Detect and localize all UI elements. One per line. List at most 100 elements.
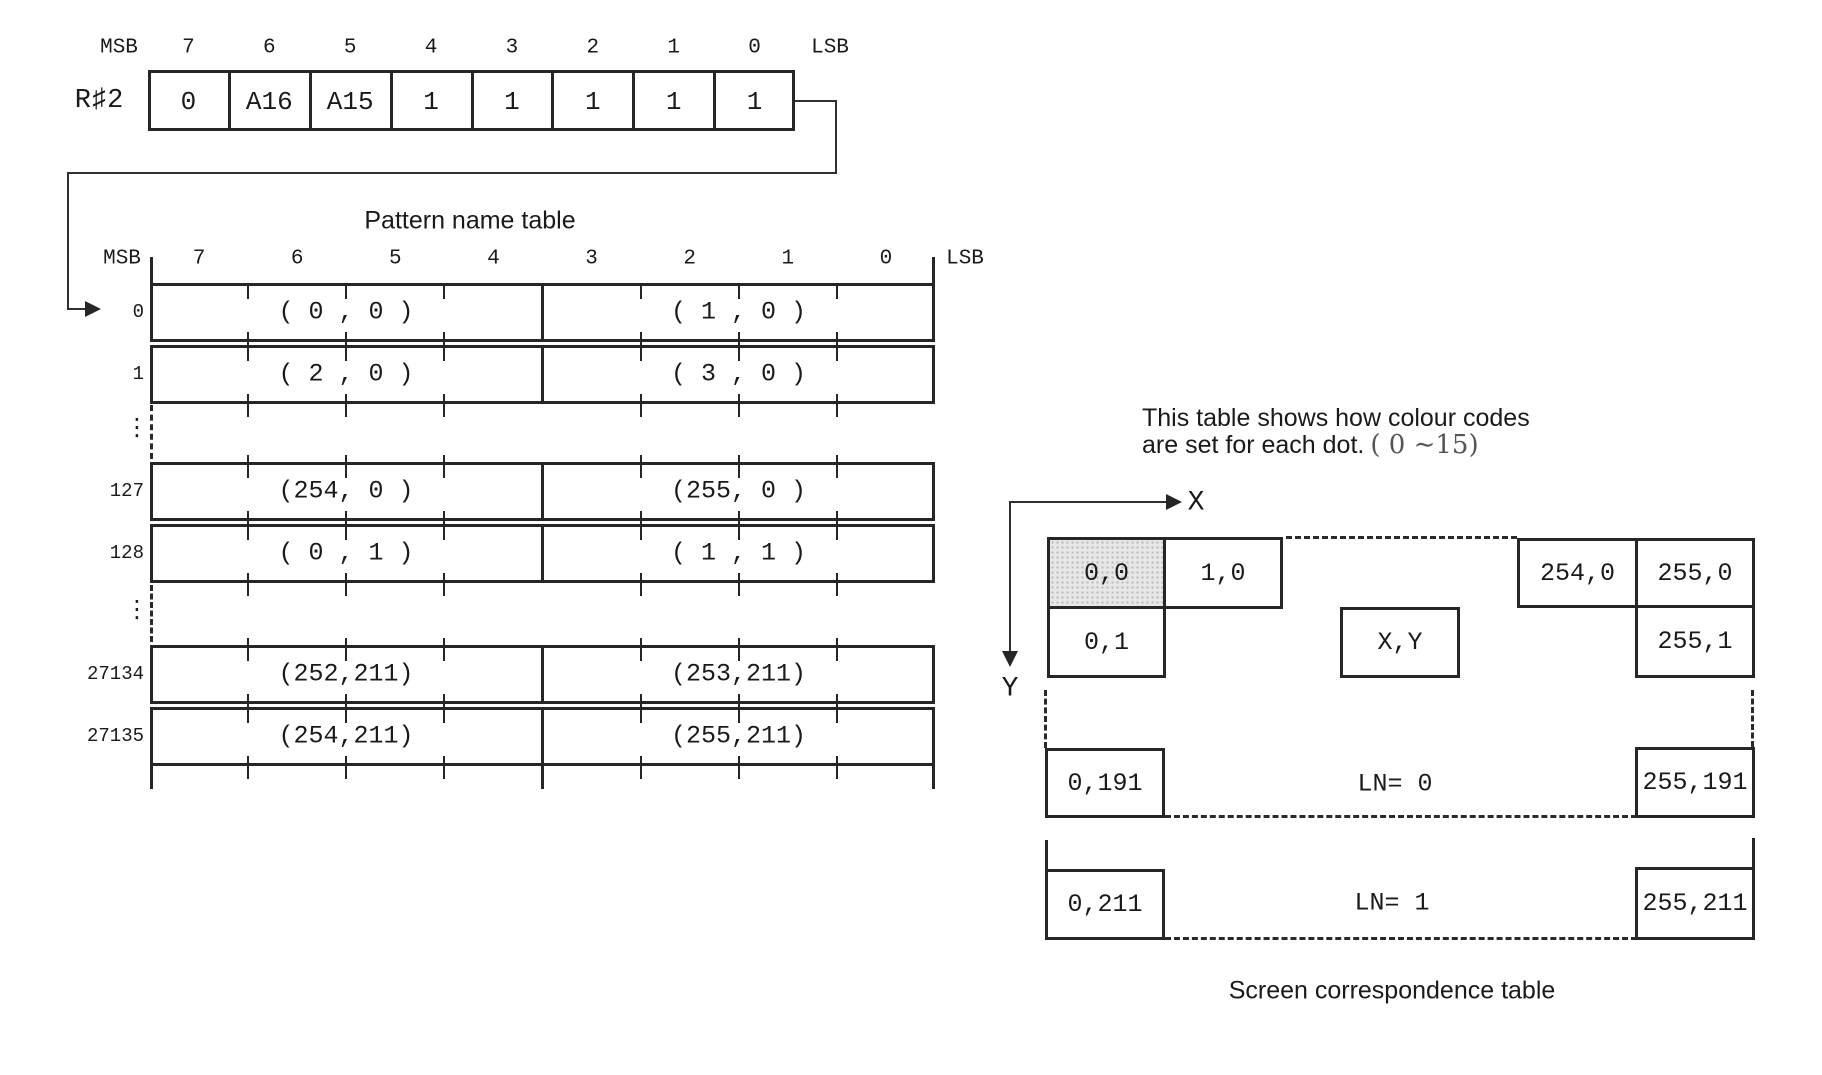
tick-mark: [443, 573, 446, 596]
pattern-center-divider: [541, 462, 544, 521]
tick-mark: [247, 638, 250, 661]
tick-mark: [443, 338, 446, 361]
register-lsb-label: LSB: [811, 36, 849, 60]
tick-mark: [639, 338, 642, 361]
tick-mark: [443, 394, 446, 417]
tick-mark: [737, 756, 740, 779]
pattern-table-edge: [150, 257, 153, 285]
register-cell-divider: [227, 70, 231, 131]
tick-mark: [737, 338, 740, 361]
register-bit-value: 1: [665, 86, 682, 117]
ellipsis: ⋮: [125, 598, 149, 625]
tick-mark: [835, 394, 838, 417]
tick-mark: [247, 283, 250, 299]
pattern-center-divider: [541, 763, 544, 789]
tick-mark: [835, 517, 838, 540]
y-axis-line: [1009, 501, 1011, 653]
pattern-bit-number: 1: [781, 247, 795, 271]
tick-mark: [639, 283, 642, 299]
pattern-table-edge: [150, 707, 153, 766]
note-line-2: are set for each dot.( 0 ∼15): [1142, 432, 1530, 459]
screen-edge-stub: [1752, 838, 1755, 869]
tick-mark: [443, 756, 446, 779]
tick-mark: [345, 394, 348, 417]
tick-mark: [835, 638, 838, 661]
screen-ln1-label: LN= 1: [1354, 888, 1430, 918]
pattern-table-edge: [932, 645, 935, 704]
pattern-bit-number: 7: [192, 247, 206, 271]
pattern-table-edge: [932, 257, 935, 285]
pattern-row-label: 0: [132, 301, 144, 323]
pattern-bit-number: 0: [879, 247, 893, 271]
screen-cell-cxy: X,Y: [1340, 607, 1460, 678]
tick-mark: [443, 700, 446, 723]
tick-mark: [835, 700, 838, 723]
screen-cell-c2551: 255,1: [1635, 605, 1755, 678]
screen-cell-c10: 1,0: [1163, 537, 1283, 609]
tick-mark: [345, 638, 348, 661]
pattern-table-edge: [150, 462, 153, 521]
tick-mark: [737, 573, 740, 596]
register-bit-value: 1: [423, 86, 439, 117]
pattern-bit-number: 2: [683, 247, 696, 271]
tick-mark: [443, 455, 446, 478]
register-cell-divider: [308, 70, 312, 131]
screen-cell-c0191: 0,191: [1045, 748, 1165, 818]
screen-cell-c255191: 255,191: [1635, 747, 1755, 818]
register-bit-number: 0: [748, 36, 761, 60]
pattern-table-edge: [932, 462, 935, 521]
tick-mark: [835, 338, 838, 361]
pattern-cell-value: (254,211): [278, 721, 414, 751]
tick-mark: [345, 573, 348, 596]
pattern-gap-dashed-edge: [150, 405, 153, 459]
ellipsis: ⋮: [125, 416, 149, 443]
register-cell-divider: [470, 70, 474, 131]
register-bit-value: 1: [585, 86, 601, 117]
pattern-bit-number: 3: [585, 247, 598, 271]
pattern-row-label: 1: [132, 363, 144, 385]
pattern-center-divider: [541, 345, 544, 404]
tick-mark: [639, 638, 642, 661]
register-bit-number: 6: [263, 36, 276, 60]
tick-mark: [247, 573, 250, 596]
register-bit-value: 1: [504, 86, 520, 117]
note-range: ( 0 ∼15): [1370, 430, 1479, 460]
tick-mark: [345, 517, 348, 540]
register-bit-number: 5: [343, 36, 357, 60]
register-bit-number: 2: [586, 36, 600, 60]
screen-cell-c2550: 255,0: [1635, 538, 1755, 608]
register-bit-value: 0: [180, 86, 197, 117]
pattern-cell-value: ( 1 , 0 ): [670, 297, 807, 327]
screen-cell-c255211: 255,211: [1635, 867, 1755, 940]
pattern-lsb-label: LSB: [946, 247, 984, 271]
screen-cell-c2540: 254,0: [1517, 538, 1638, 608]
pattern-table-edge: [932, 707, 935, 766]
tick-mark: [639, 756, 642, 779]
screen-dashed-line: [1165, 815, 1637, 818]
tick-mark: [443, 638, 446, 661]
register-cell-divider: [389, 70, 393, 131]
pattern-msb-label: MSB: [103, 247, 141, 271]
pattern-center-divider: [541, 707, 544, 766]
pattern-cell-value: (254, 0 ): [278, 476, 414, 506]
pattern-cell-value: (253,211): [670, 659, 807, 689]
x-axis-arrowhead: [1166, 494, 1182, 510]
pattern-cell-value: (255,211): [670, 721, 807, 751]
screen-ln0-label: LN= 0: [1357, 769, 1433, 799]
y-axis-label: Y: [1001, 673, 1019, 705]
tick-mark: [737, 283, 740, 299]
tick-mark: [345, 338, 348, 361]
screen-dashed-line: [1044, 690, 1047, 748]
tick-mark: [345, 756, 348, 779]
pattern-center-divider: [541, 283, 544, 342]
pattern-bit-number: 4: [487, 247, 500, 271]
tick-mark: [639, 455, 642, 478]
pattern-center-divider: [541, 524, 544, 583]
pattern-center-divider: [541, 645, 544, 704]
screen-cell-c00: 0,0: [1047, 537, 1166, 609]
tick-mark: [737, 394, 740, 417]
pattern-cell-value: ( 0 , 1 ): [278, 538, 414, 568]
register-bit-number: 3: [505, 36, 519, 60]
tick-mark: [835, 283, 838, 299]
connector-line: [67, 308, 87, 310]
